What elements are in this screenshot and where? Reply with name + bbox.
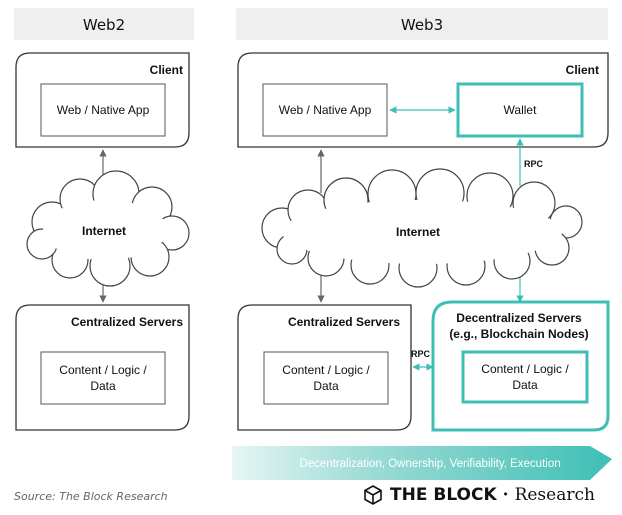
web2-content-line1: Content / Logic /: [59, 363, 147, 377]
decentralized-title-line2: (e.g., Blockchain Nodes): [449, 327, 588, 341]
rpc-mid-label: RPC: [411, 349, 431, 359]
brand-suffix: Research: [514, 485, 595, 505]
decentralized-content-line1: Content / Logic /: [481, 362, 569, 376]
web3-internet-label: Internet: [396, 225, 440, 239]
web3-header: Web3: [401, 16, 443, 34]
web3-app-label: Web / Native App: [279, 103, 372, 117]
web2-content-box: [40, 351, 166, 405]
web2-header: Web2: [83, 16, 125, 34]
source-note: Source: The Block Research: [14, 490, 168, 503]
banner-label: Decentralization, Ownership, Verifiabili…: [299, 458, 560, 470]
cube-logo-icon: [364, 485, 382, 505]
rpc-top-label: RPC: [524, 159, 544, 169]
brand-name: THE BLOCK: [390, 485, 497, 505]
wallet-box: [456, 82, 584, 138]
brand-lockup: THE BLOCK · Research: [362, 484, 595, 506]
web3-app-box: [262, 83, 388, 137]
decentralized-content-box: [461, 350, 589, 404]
web3-central-content-line1: Content / Logic /: [282, 363, 370, 377]
decentralization-banner-arrow: [232, 446, 612, 480]
web3-internet-cloud: [261, 168, 583, 288]
web2-client-title: Client: [150, 63, 183, 77]
decentralized-title-line1: Decentralized Servers: [456, 311, 582, 325]
brand-separator: ·: [502, 485, 509, 505]
web2-internet-cloud: [26, 170, 190, 287]
web2-app-box: [40, 83, 166, 137]
wallet-label: Wallet: [504, 103, 538, 117]
web3-header-bar: [236, 8, 608, 40]
web2-content-line2: Data: [90, 379, 116, 393]
web3-central-servers-title: Centralized Servers: [288, 315, 400, 329]
decentralized-content-line2: Data: [512, 378, 538, 392]
web2-header-bar: [14, 8, 194, 40]
web2-servers-title: Centralized Servers: [71, 315, 183, 329]
web3-central-content-line2: Data: [313, 379, 339, 393]
web3-client-title: Client: [566, 63, 599, 77]
web2-internet-label: Internet: [82, 224, 126, 238]
web3-central-content-box: [263, 351, 389, 405]
web2-app-label: Web / Native App: [57, 103, 150, 117]
